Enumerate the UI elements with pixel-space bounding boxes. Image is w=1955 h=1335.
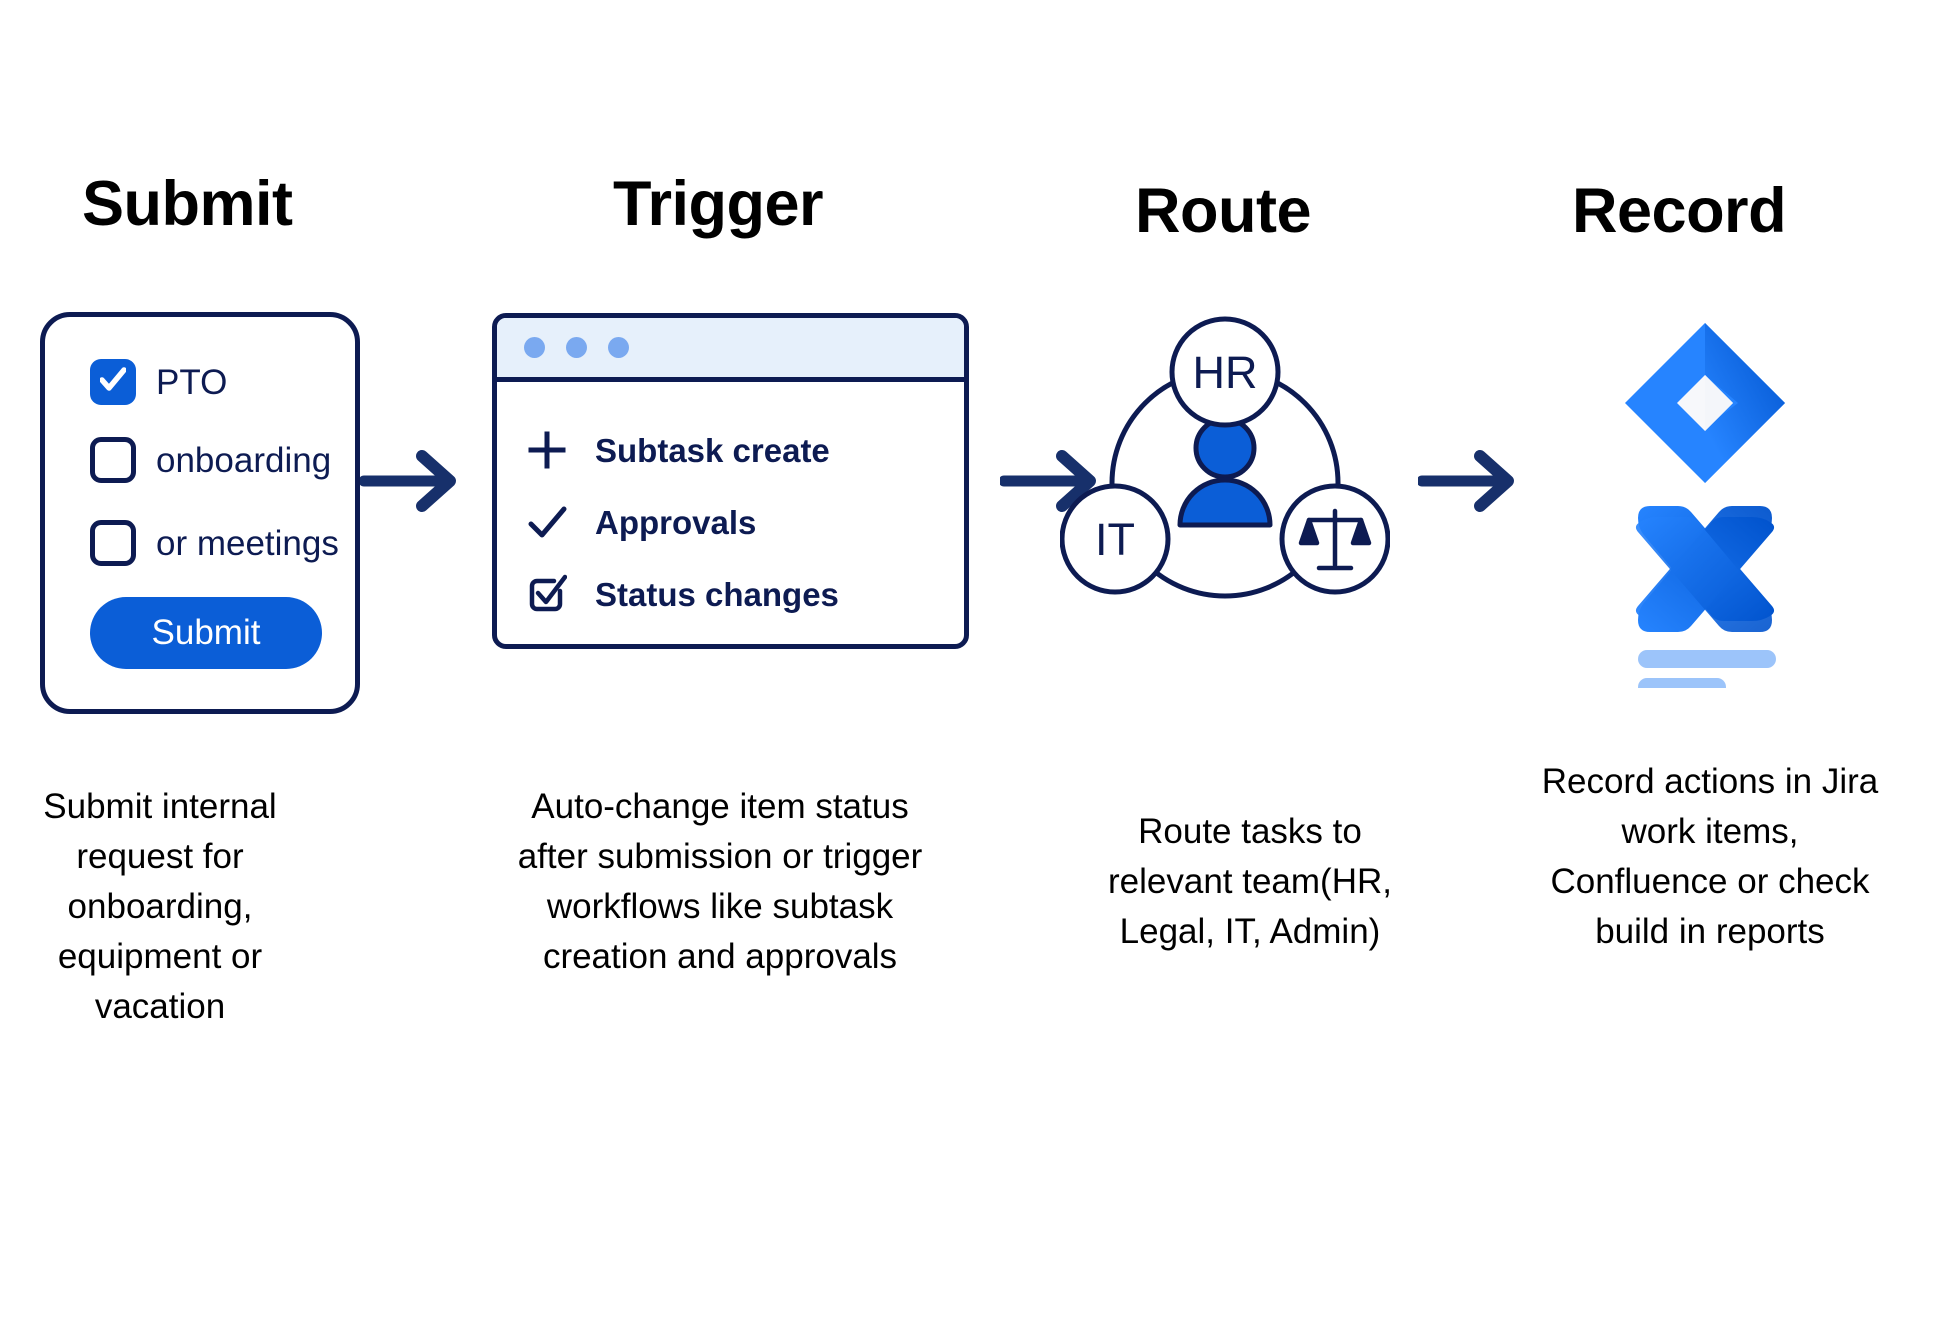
step-heading-route: Route [1135,176,1311,246]
confluence-logo [1635,506,1775,632]
arrow-submit-to-trigger [360,450,456,512]
check-icon [527,502,567,542]
plus-icon [527,430,567,470]
checkbox-check-icon [527,574,567,614]
step-caption-record: Record actions in Jira work items, Confl… [1541,762,1879,951]
window-dot-3 [608,337,629,358]
trigger-item-status-changes[interactable]: Status changes [527,558,964,630]
route-team-graphic: HR IT [1060,316,1390,599]
window-dot-1 [524,337,545,358]
trigger-label-status-changes: Status changes [595,575,839,613]
person-icon [1177,416,1273,528]
trigger-list: Subtask create Approvals Status cha [497,382,964,630]
record-logos-group [1625,323,1785,688]
trigger-label-approvals: Approvals [595,503,757,541]
step-heading-submit: Submit [82,169,293,239]
route-node-label-it: IT [1095,514,1135,565]
submit-form-card: PTO onboarding or meetings Submit [40,312,360,714]
report-lines [1638,650,1776,688]
checkbox-label-pto: PTO [156,362,228,402]
checkbox-onboarding[interactable] [90,437,136,483]
checkbox-row-pto[interactable]: PTO [90,359,227,405]
route-node-it[interactable]: IT [1060,483,1171,595]
scales-icon [1298,508,1372,571]
trigger-browser-window: Subtask create Approvals Status cha [492,313,969,649]
checkbox-label-or-meetings: or meetings [156,523,339,563]
route-node-hr[interactable]: HR [1169,316,1281,428]
trigger-label-subtask-create: Subtask create [595,431,830,469]
checkbox-row-meetings[interactable]: or meetings [90,520,339,566]
route-node-legal[interactable] [1279,483,1390,595]
window-titlebar [497,318,964,382]
checkbox-or-meetings[interactable] [90,520,136,566]
checkbox-label-onboarding: onboarding [156,440,332,480]
window-dot-2 [566,337,587,358]
arrow-trigger-to-route [1000,450,1096,512]
checkbox-row-onboarding[interactable]: onboarding [90,437,331,483]
step-caption-submit: Submit internal request for onboarding, … [43,787,277,1026]
route-node-label-hr: HR [1193,347,1258,398]
step-caption-route: Route tasks to relevant team(HR, Legal, … [1108,812,1392,951]
step-heading-trigger: Trigger [613,169,824,239]
jira-logo [1625,323,1785,483]
check-icon [100,367,126,391]
step-heading-record: Record [1572,176,1787,246]
arrow-route-to-record [1418,450,1514,512]
submit-button[interactable]: Submit [90,597,322,669]
checkbox-pto[interactable] [90,359,136,405]
trigger-item-approvals[interactable]: Approvals [527,486,964,558]
step-caption-trigger: Auto-change item status after submission… [517,787,923,976]
trigger-item-subtask-create[interactable]: Subtask create [527,414,964,486]
